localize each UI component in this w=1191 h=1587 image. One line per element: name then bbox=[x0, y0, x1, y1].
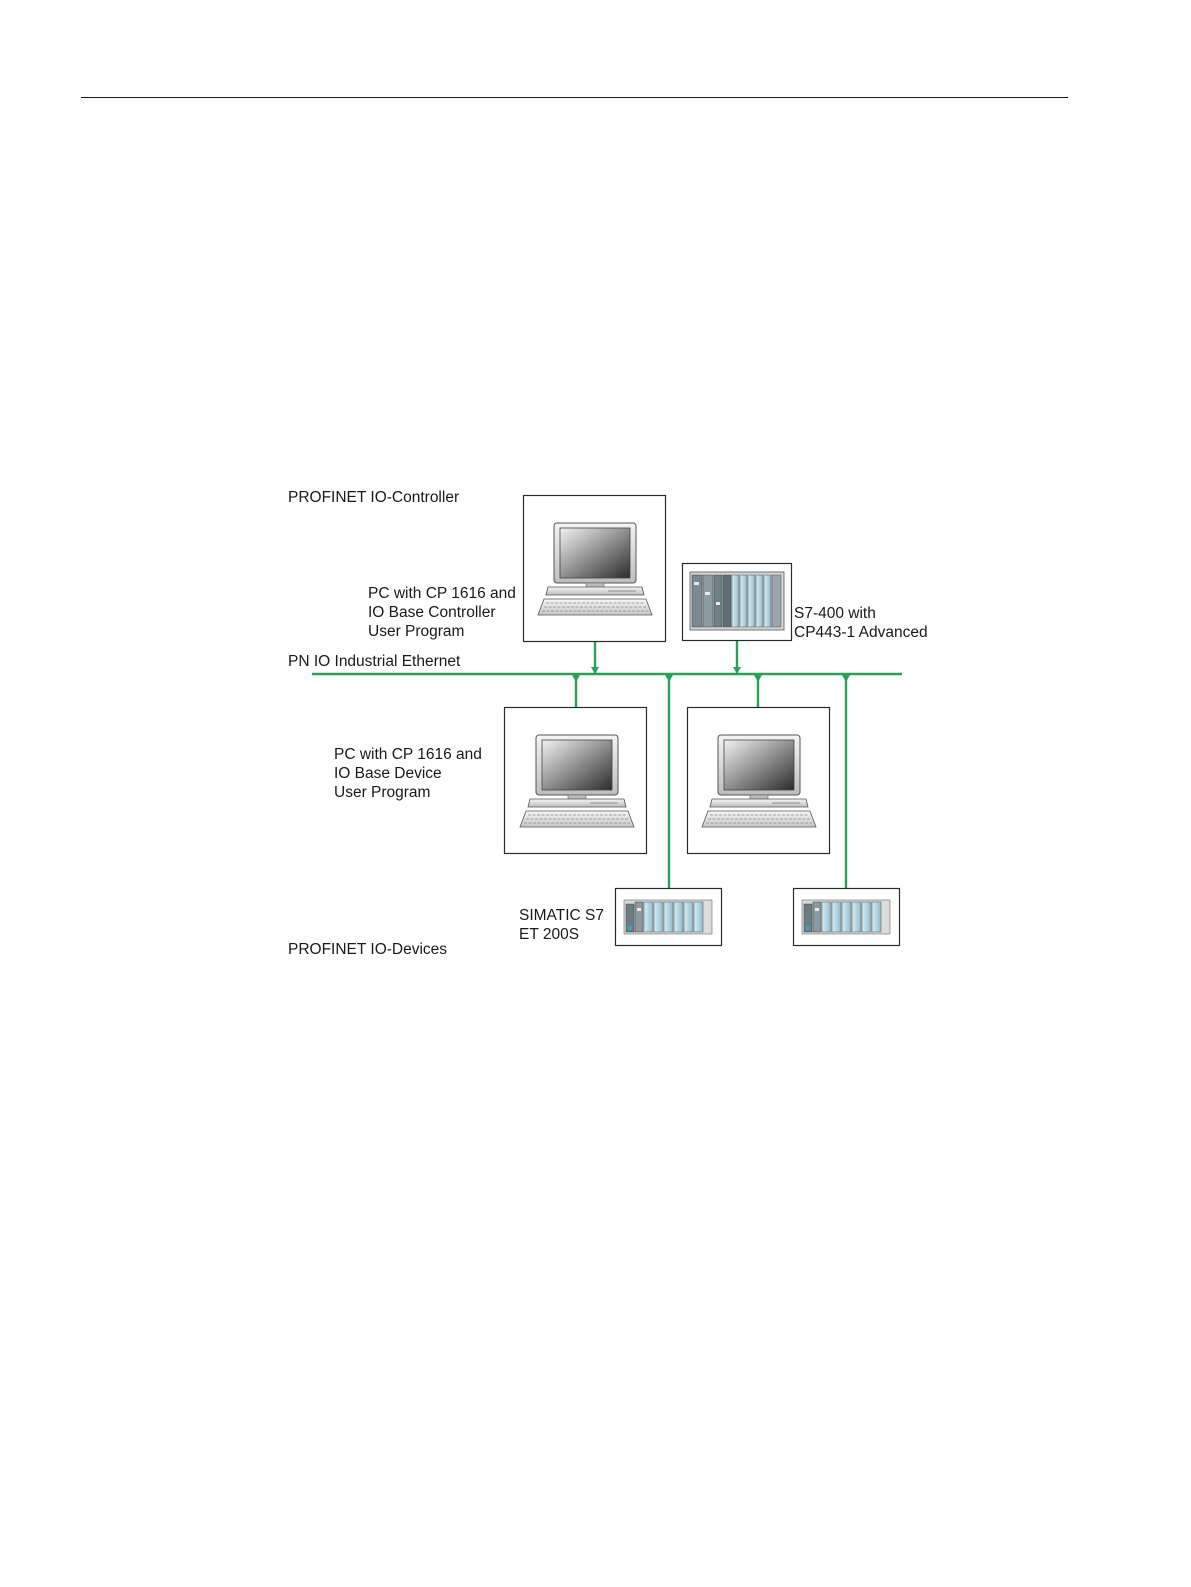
et200s-left-node bbox=[616, 889, 722, 946]
devices-heading: PROFINET IO-Devices bbox=[288, 940, 447, 959]
device-pc-right-node bbox=[688, 708, 830, 854]
pc-controller-label-line: User Program bbox=[368, 622, 516, 641]
pc-icon bbox=[702, 735, 816, 827]
pc-controller-label-line: IO Base Controller bbox=[368, 603, 516, 622]
s7-400-node bbox=[683, 564, 792, 641]
network-label: PN IO Industrial Ethernet bbox=[288, 652, 460, 671]
et200s-label-line: SIMATIC S7 bbox=[519, 906, 604, 925]
s7-400-label: S7-400 with CP443-1 Advanced bbox=[794, 604, 928, 642]
et200s-station-icon bbox=[802, 900, 890, 934]
s7-400-rack-icon bbox=[690, 572, 784, 630]
pc-device-label-line: IO Base Device bbox=[334, 764, 482, 783]
pc-device-label: PC with CP 1616 and IO Base Device User … bbox=[334, 745, 482, 802]
et200s-station-icon bbox=[624, 900, 712, 934]
pc-controller-label-line: PC with CP 1616 and bbox=[368, 584, 516, 603]
pc-controller-label: PC with CP 1616 and IO Base Controller U… bbox=[368, 584, 516, 641]
junction-marker bbox=[754, 675, 762, 682]
pc-device-label-line: PC with CP 1616 and bbox=[334, 745, 482, 764]
junction-marker bbox=[665, 675, 673, 682]
et200s-label-line: ET 200S bbox=[519, 925, 604, 944]
s7-400-label-line: S7-400 with bbox=[794, 604, 928, 623]
junction-marker bbox=[572, 675, 580, 682]
controller-heading: PROFINET IO-Controller bbox=[288, 488, 459, 507]
et200s-right-node bbox=[794, 889, 900, 946]
pc-icon bbox=[538, 523, 652, 615]
s7-400-label-line: CP443-1 Advanced bbox=[794, 623, 928, 642]
et200s-label: SIMATIC S7 ET 200S bbox=[519, 906, 604, 944]
pc-device-label-line: User Program bbox=[334, 783, 482, 802]
junction-marker bbox=[842, 675, 850, 682]
controller-pc-node bbox=[524, 496, 666, 642]
device-pc-left-node bbox=[505, 708, 647, 854]
pc-icon bbox=[520, 735, 634, 827]
